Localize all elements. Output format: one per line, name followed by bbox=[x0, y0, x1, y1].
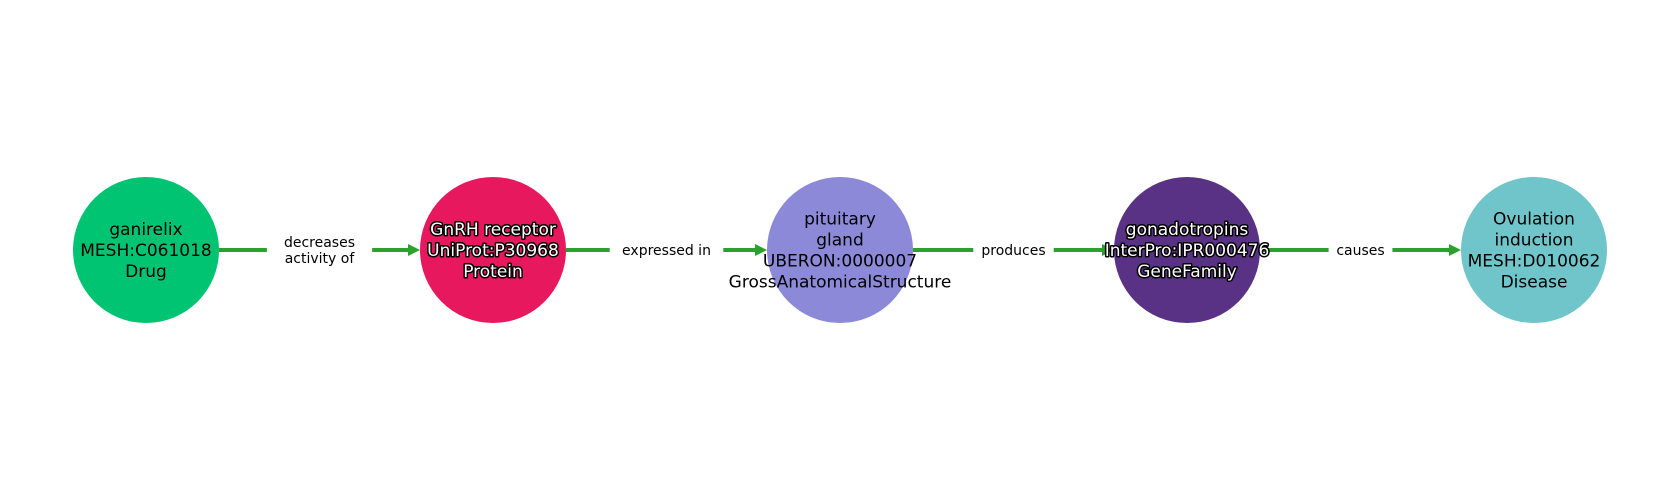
node-label: Ovulation bbox=[1493, 210, 1575, 230]
graph-node[interactable]: pituitaryglandUBERON:0000007GrossAnatomi… bbox=[729, 177, 952, 323]
arrowhead-icon bbox=[1102, 244, 1114, 256]
edge-label-bg bbox=[266, 231, 373, 269]
node-label: MESH:D010062 bbox=[1468, 252, 1601, 272]
arrowhead-icon bbox=[1449, 244, 1461, 256]
edge-label-bg bbox=[609, 239, 724, 261]
graph-node[interactable]: gonadotropinsInterPro:IPR000476GeneFamil… bbox=[1103, 177, 1271, 323]
node-label: ganirelix bbox=[109, 220, 182, 240]
node-label: GeneFamily bbox=[1137, 262, 1237, 282]
node-circle bbox=[420, 177, 566, 323]
edge-label: expressed in bbox=[622, 243, 711, 259]
edge-label-bg bbox=[1328, 239, 1393, 261]
node-label: Drug bbox=[125, 262, 167, 282]
node-label: Protein bbox=[463, 262, 523, 282]
node-label: gland bbox=[816, 231, 864, 251]
node-label: gonadotropins bbox=[1126, 220, 1249, 240]
node-label: UniProt:P30968 bbox=[427, 241, 559, 261]
arrowhead-icon bbox=[408, 244, 420, 256]
edge-label: activity of bbox=[285, 251, 356, 267]
edge-label: produces bbox=[981, 243, 1045, 259]
edge: causes bbox=[1260, 239, 1461, 261]
node-label: InterPro:IPR000476 bbox=[1105, 241, 1270, 261]
node-label: Disease bbox=[1501, 273, 1568, 293]
edge: produces bbox=[913, 239, 1114, 261]
node-circle bbox=[73, 177, 219, 323]
node-label: pituitary bbox=[804, 210, 876, 230]
edge-label-bg bbox=[973, 239, 1054, 261]
node-label: UBERON:0000007 bbox=[763, 252, 917, 272]
node-label: GrossAnatomicalStructure bbox=[729, 273, 952, 293]
edge-label: decreases bbox=[284, 235, 355, 251]
node-circle bbox=[1461, 177, 1607, 323]
node-label: MESH:C061018 bbox=[80, 241, 211, 261]
edge-label: causes bbox=[1336, 243, 1384, 259]
node-circle bbox=[1114, 177, 1260, 323]
node-label: induction bbox=[1495, 231, 1574, 251]
edge: expressed in bbox=[566, 239, 767, 261]
node-circle bbox=[767, 177, 913, 323]
node-label: GnRH receptor bbox=[430, 220, 556, 240]
arrowhead-icon bbox=[755, 244, 767, 256]
